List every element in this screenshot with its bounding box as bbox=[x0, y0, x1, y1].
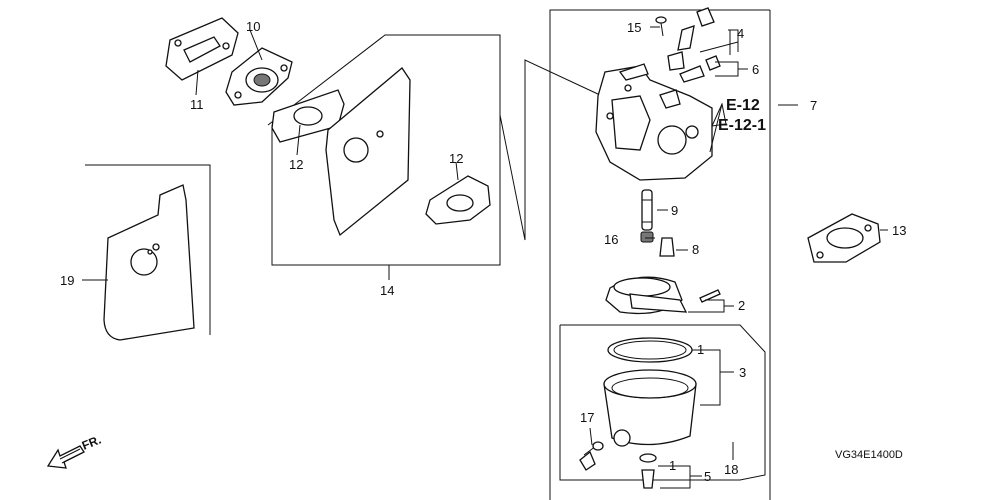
callout-labels: 10 11 12 12 14 19 15 4 6 7 9 16 8 2 1 3 … bbox=[60, 19, 906, 484]
callout-16: 16 bbox=[604, 232, 618, 247]
reference-arrow bbox=[709, 102, 727, 153]
leader-lines bbox=[82, 26, 888, 489]
drain-bolt-5 bbox=[639, 453, 657, 489]
insulator-10 bbox=[225, 47, 293, 106]
callout-17: 17 bbox=[580, 410, 594, 425]
callout-3: 3 bbox=[739, 365, 746, 380]
callout-7: 7 bbox=[810, 98, 817, 113]
gasket-11 bbox=[165, 17, 239, 81]
jet-8 bbox=[659, 237, 675, 257]
callout-13: 13 bbox=[892, 223, 906, 238]
reference-e12-1: E-12-1 bbox=[718, 117, 766, 134]
callout-4: 4 bbox=[737, 26, 744, 41]
drain-screw-6 bbox=[679, 55, 721, 83]
callout-5: 5 bbox=[704, 469, 711, 484]
callout-14: 14 bbox=[380, 283, 394, 298]
front-label: FR. bbox=[80, 433, 103, 453]
bolt-17 bbox=[579, 441, 604, 471]
gasket-13 bbox=[807, 213, 881, 263]
callout-9: 9 bbox=[671, 203, 678, 218]
main-nozzle-9 bbox=[641, 189, 653, 231]
carburetor-assembly-7 bbox=[549, 9, 771, 500]
callout-12: 12 bbox=[449, 151, 463, 166]
reference-e12: E-12 bbox=[726, 97, 760, 114]
float-2 bbox=[605, 276, 721, 315]
pilot-screw-4 bbox=[667, 7, 715, 71]
front-direction-indicator: FR. bbox=[46, 433, 103, 469]
callout-6: 6 bbox=[752, 62, 759, 77]
callout-19: 19 bbox=[60, 273, 74, 288]
gasket-plate-19 bbox=[85, 164, 211, 341]
screw-15 bbox=[655, 16, 667, 37]
jet-16 bbox=[640, 231, 654, 243]
reference-labels: E-12 E-12-1 bbox=[718, 97, 766, 134]
callout-8: 8 bbox=[692, 242, 699, 257]
callout-12: 12 bbox=[289, 157, 303, 172]
callout-15: 15 bbox=[627, 20, 641, 35]
callout-2: 2 bbox=[738, 298, 745, 313]
float-chamber-group-18 bbox=[559, 324, 766, 481]
callout-1: 1 bbox=[697, 342, 704, 357]
callout-11: 11 bbox=[190, 97, 204, 112]
callout-18: 18 bbox=[724, 462, 738, 477]
callout-10: 10 bbox=[246, 19, 260, 34]
callout-1: 1 bbox=[669, 458, 676, 473]
diagram-code: VG34E1400D bbox=[835, 449, 903, 461]
air-guide-group-14 bbox=[267, 34, 601, 266]
